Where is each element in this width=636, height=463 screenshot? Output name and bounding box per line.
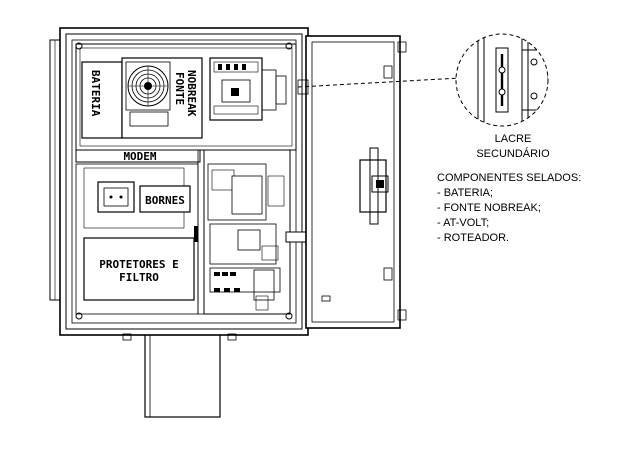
battery: BATERIA <box>81 61 123 139</box>
door-lock-icon <box>359 147 389 225</box>
seal-detail-zoom <box>455 33 549 127</box>
open-door <box>297 35 407 329</box>
components-list-title: COMPONENTES SELADOS: <box>437 172 581 184</box>
modem-label: MODEM <box>123 150 156 163</box>
mounting-pole <box>144 332 221 418</box>
components-list-item: - FONTE NOBREAK; <box>437 202 541 214</box>
at-volt-module <box>209 57 287 121</box>
protetores-label-line1: PROTETORES E <box>99 258 178 271</box>
fan-icon <box>127 65 169 107</box>
modem-shelf: MODEM <box>75 149 201 163</box>
components-list-item: - BATERIA; <box>437 187 493 199</box>
callout-title-line1: LACRE <box>495 133 532 145</box>
protetores-label-line2: FILTRO <box>119 271 159 284</box>
bornes-label: BORNES <box>145 194 185 207</box>
callout-leader <box>297 77 461 88</box>
battery-label: BATERIA <box>89 70 102 117</box>
outlet <box>97 181 135 213</box>
bornes-block: BORNES <box>139 185 191 213</box>
components-list-item: - ROTEADOR. <box>437 232 509 244</box>
fonte-label: FONTE <box>173 72 186 105</box>
protetores-block: PROTETORES E FILTRO <box>83 237 195 301</box>
components-list-item: - AT-VOLT; <box>437 217 489 229</box>
router-board <box>203 149 291 315</box>
nobreak-label: NOBREAK <box>185 70 198 117</box>
fonte-nobreak: FONTE NOBREAK <box>121 57 203 139</box>
callout-title-line2: SECUNDÁRIO <box>476 147 550 160</box>
